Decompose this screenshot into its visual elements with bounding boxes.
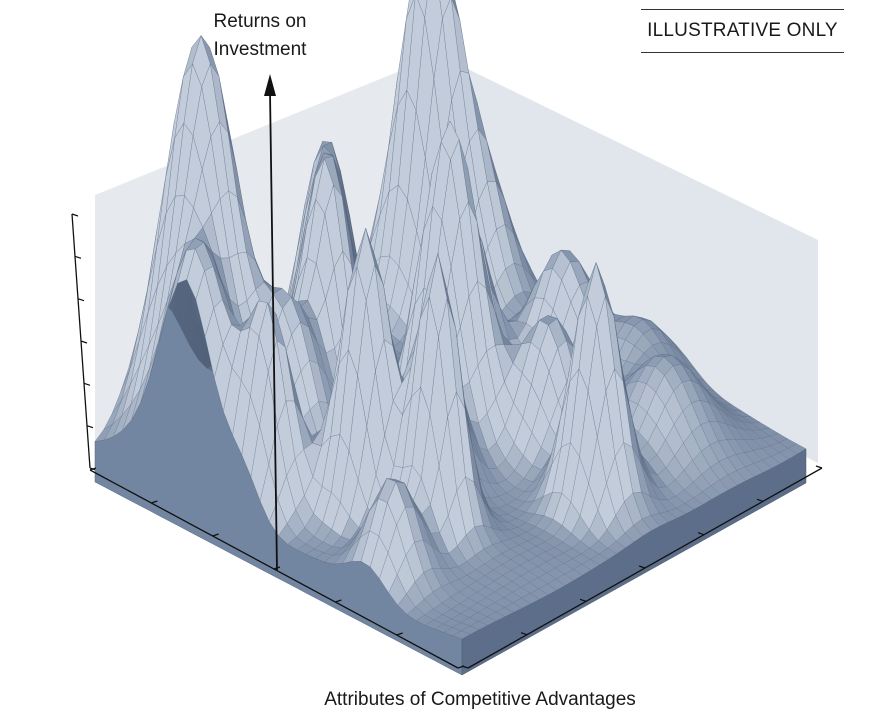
front-right-axis-tick [697, 532, 705, 536]
returns-arrow-line [269, 91, 278, 571]
vertical-axis-tick [71, 213, 79, 217]
returns-surface [94, 0, 807, 640]
returns-arrow-head [264, 74, 276, 96]
front-right-axis-tick [815, 465, 823, 469]
front-right-axis-tick [579, 598, 587, 602]
front-left-axis-tick [212, 533, 219, 537]
surface-cell [452, 630, 472, 640]
front-right-axis-tick [638, 565, 646, 569]
vertical-axis-tick [80, 340, 88, 344]
vertical-axis-tick [77, 298, 85, 302]
front-left-axis-tick [89, 467, 97, 471]
front-right-axis-tick [461, 665, 469, 669]
back-wall-right [439, 55, 818, 463]
front-right-axis-tick [756, 498, 764, 502]
returns-arrow [264, 74, 278, 571]
y-axis-label: Returns on Investment [213, 11, 307, 60]
vertical-axis-tick [86, 425, 94, 429]
front-left-axis [89, 467, 465, 669]
vertical-axis-tick [74, 255, 82, 259]
front-right-axis [461, 465, 823, 669]
surface-cell [439, 0, 451, 20]
vertical-axis-tick [83, 382, 91, 386]
x-axis-label: Attributes of Competitive Advantages [324, 689, 636, 710]
vertical-scale-axis [71, 213, 97, 471]
front-left-axis-tick [335, 599, 342, 603]
front-left-axis-tick [396, 632, 403, 636]
front-left-axis-tick [151, 500, 158, 504]
front-right-axis-tick [520, 632, 528, 636]
illustrative-only-badge: ILLUSTRATIVE ONLY [641, 9, 844, 53]
